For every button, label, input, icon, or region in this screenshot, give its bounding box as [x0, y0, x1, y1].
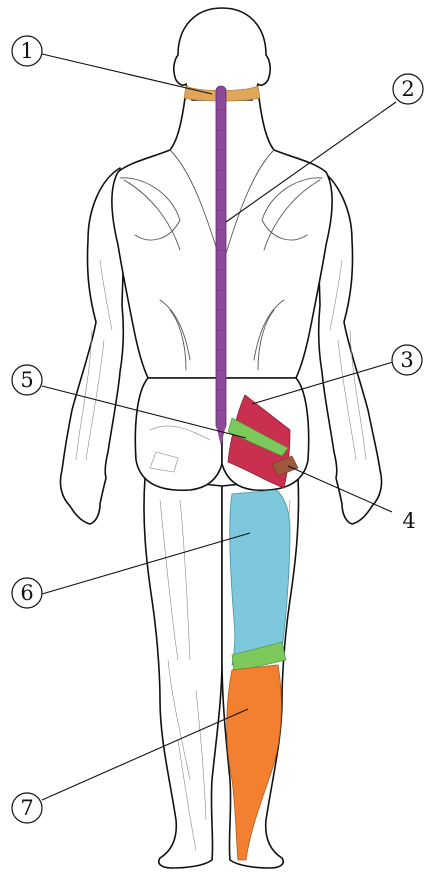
label-5: 5 [20, 368, 33, 392]
muscle-2-region [216, 86, 226, 430]
callout-4: 4 [402, 509, 415, 533]
left-buttock [135, 378, 222, 490]
label-6: 6 [20, 581, 33, 605]
label-1: 1 [20, 39, 33, 63]
label-7: 7 [20, 796, 33, 820]
callout-6: 6 [12, 578, 42, 608]
callout-3: 3 [392, 345, 422, 375]
label-3: 3 [400, 348, 413, 372]
label-4: 4 [402, 509, 415, 533]
callout-2: 2 [393, 74, 423, 104]
callout-7: 7 [12, 793, 42, 823]
callout-5: 5 [12, 365, 42, 395]
callout-1: 1 [12, 36, 42, 66]
muscle-6-region [230, 490, 290, 665]
label-2: 2 [401, 77, 414, 101]
